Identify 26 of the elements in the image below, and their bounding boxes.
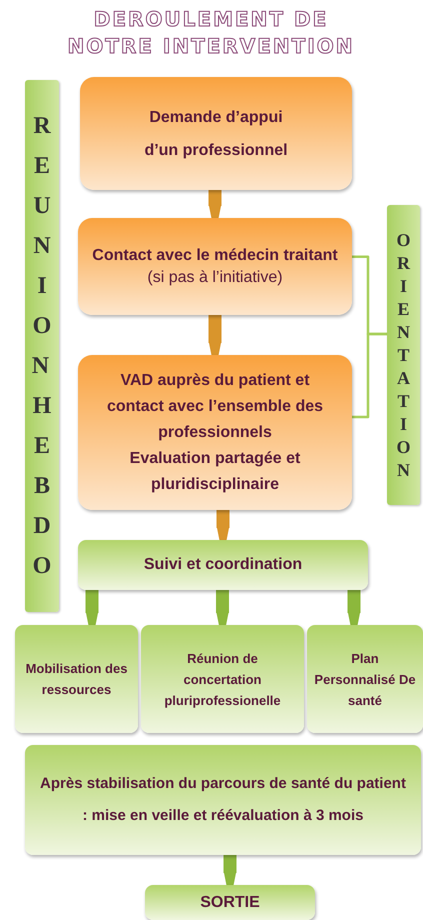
process-box — [307, 625, 423, 733]
side-banner — [25, 80, 59, 612]
process-box — [80, 77, 352, 190]
vertical-label: REUNION HEBDO — [32, 112, 52, 581]
box-text: (si pas à l’initiative) — [147, 268, 283, 288]
box-text: Evaluation partagée et pluridisciplinaire — [128, 448, 302, 494]
process-box — [15, 625, 138, 733]
process-box — [78, 355, 352, 510]
box-text: VAD auprès du patient et contact avec l’ensemble des professionnels — [106, 370, 324, 442]
box-text: Demande d’appui d’un professionnel — [143, 108, 289, 160]
process-box — [78, 218, 352, 315]
vertical-label: ORIENTATION — [396, 228, 412, 482]
box-text: Plan Personnalisé De santé — [313, 650, 417, 710]
box-text: Après stabilisation du parcours de santé du patient : mise en veille et réévaluation à 3 mois — [39, 774, 407, 826]
process-box — [78, 540, 368, 590]
title: DEROULEMENT DE NOTRE INTERVENTION — [66, 6, 356, 60]
side-banner — [387, 205, 420, 505]
process-box — [25, 745, 421, 855]
process-box — [145, 885, 315, 920]
box-text: Mobilisation des ressources — [24, 660, 128, 699]
box-text: Suivi et coordination — [144, 555, 302, 575]
box-text: Réunion de concertation pluriprofessionelle — [163, 650, 282, 710]
brace-line — [352, 332, 387, 418]
box-text: Contact avec le médecin traitant — [92, 246, 338, 266]
process-box — [141, 625, 304, 733]
box-text: SORTIE — [200, 892, 260, 912]
